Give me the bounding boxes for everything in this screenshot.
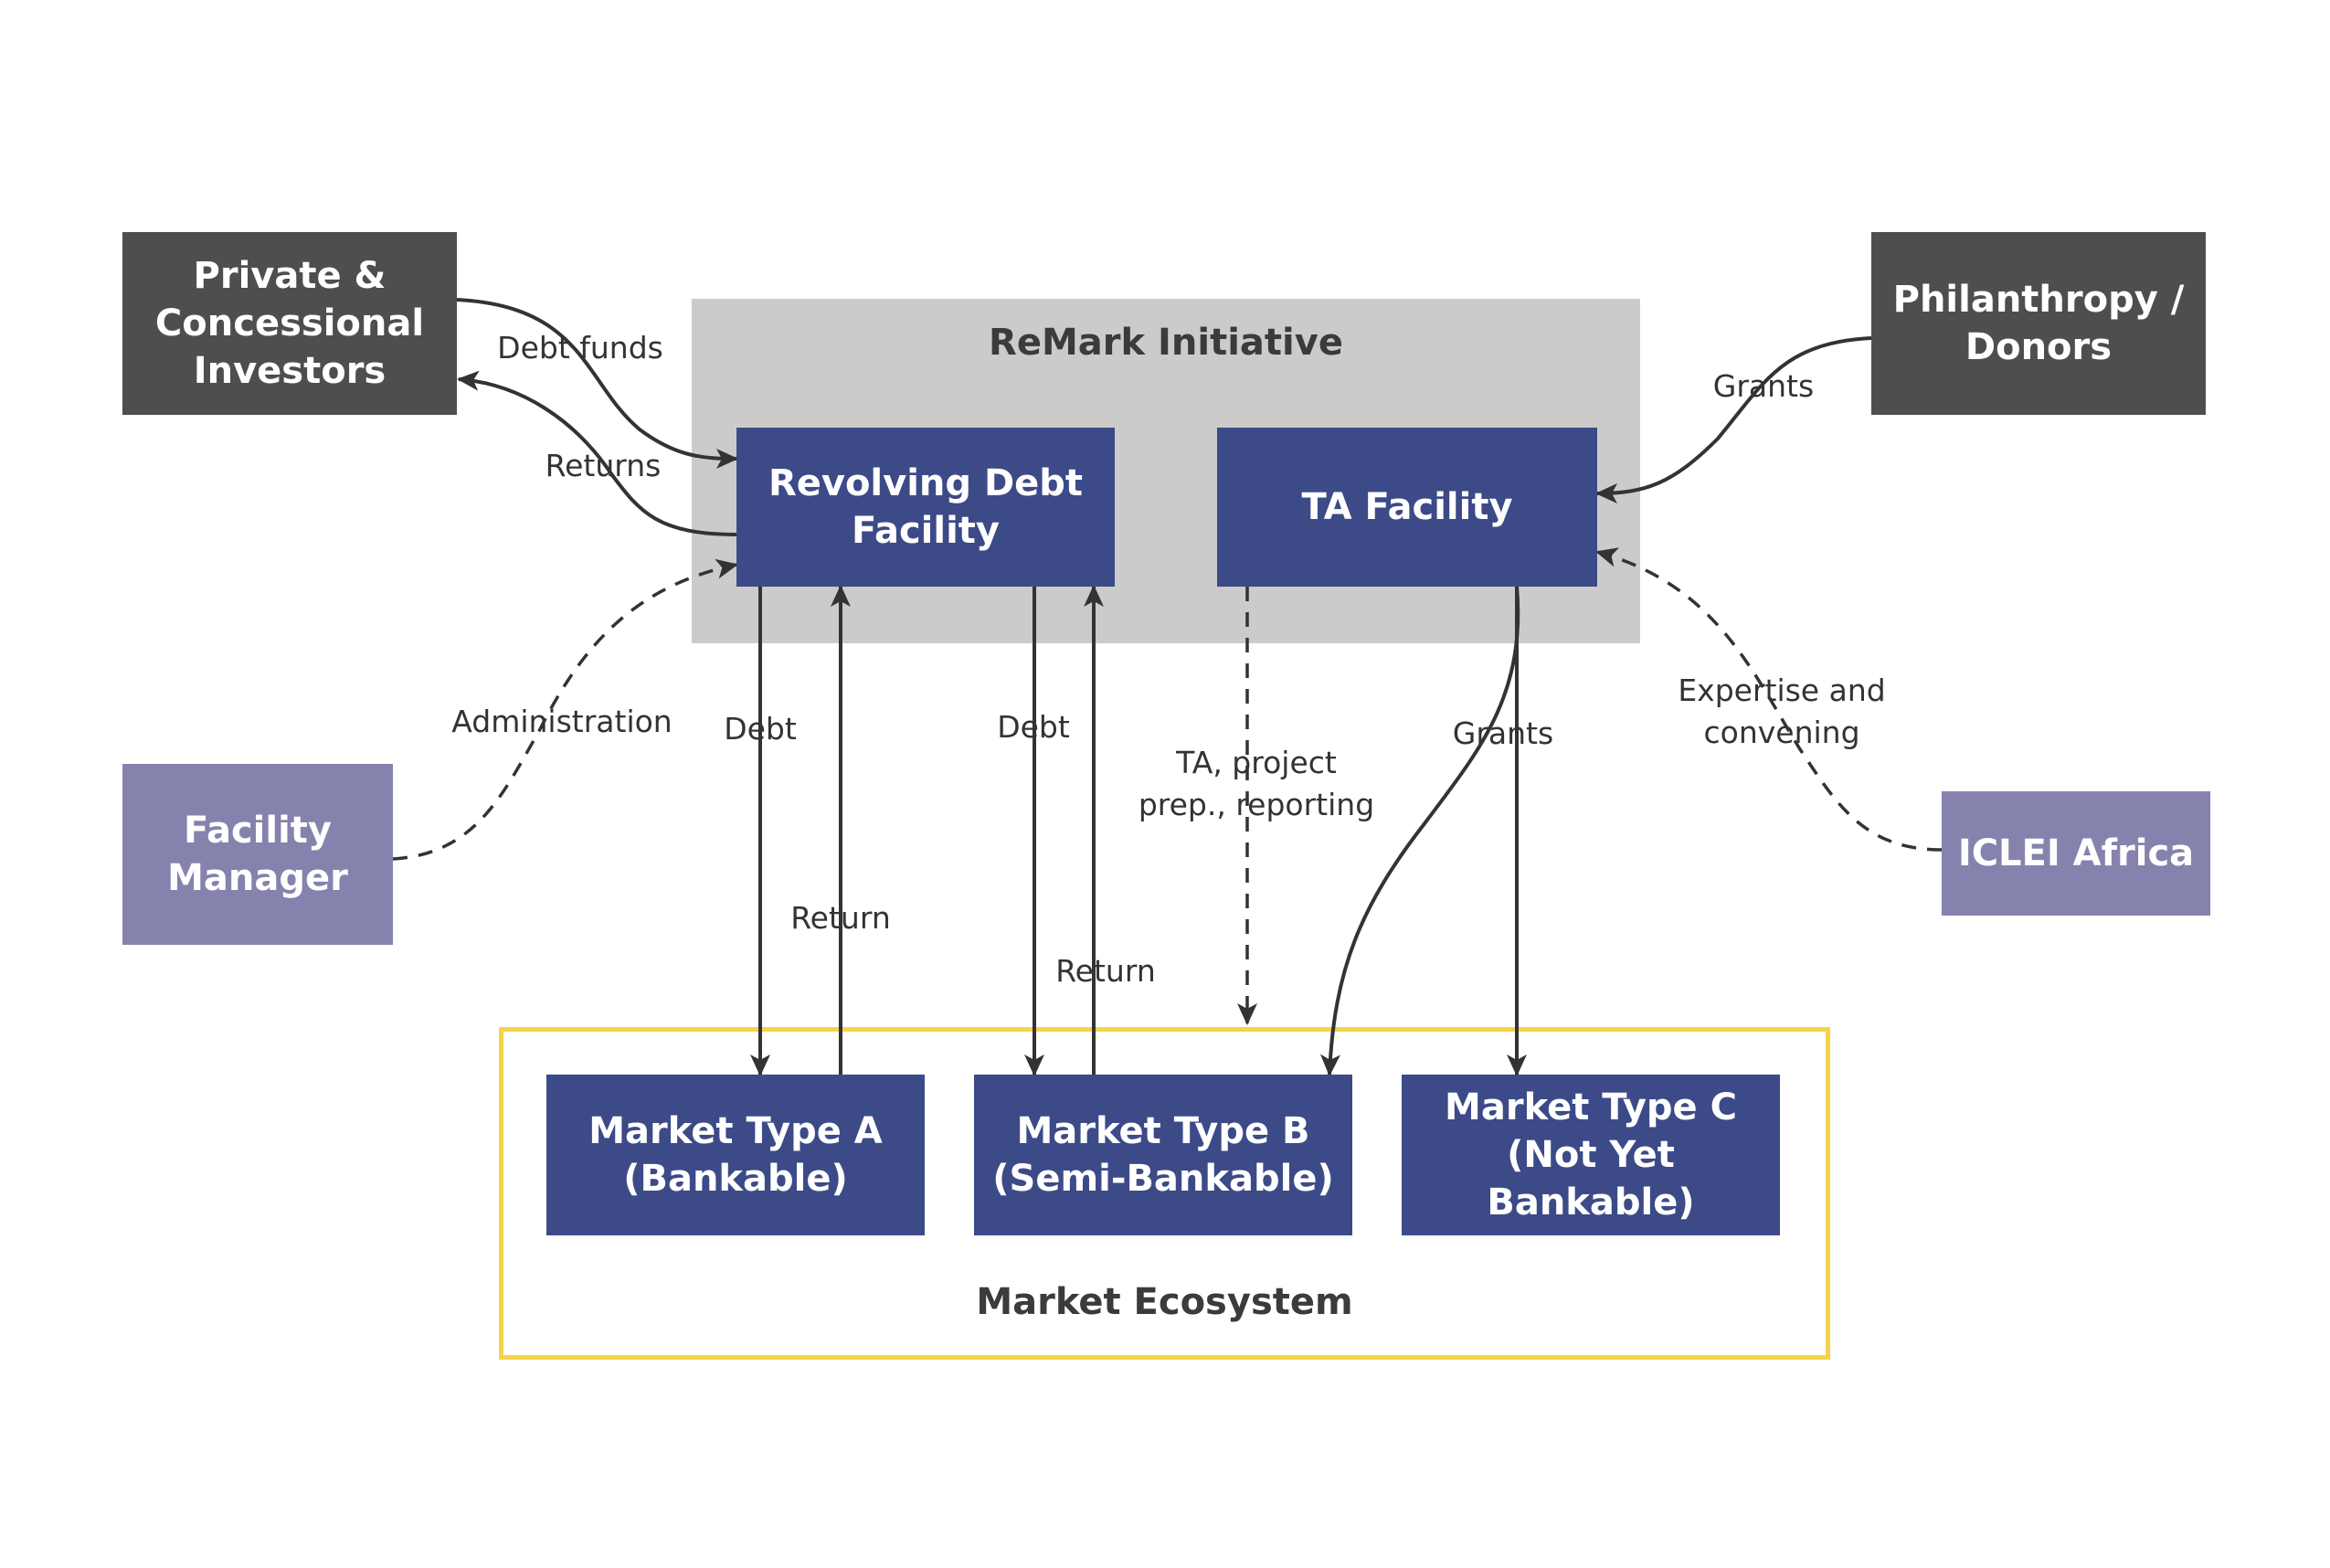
- label-returns: Returns: [545, 448, 662, 483]
- node-market-c-label: Market Type C (Not Yet Bankable): [1445, 1086, 1737, 1224]
- label-administration: Administration: [451, 704, 673, 739]
- arrow-grants-to-b: [1319, 586, 1520, 1076]
- node-revolving-debt-facility: Revolving Debt Facility: [736, 428, 1115, 587]
- node-iclei-label: ICLEI Africa: [1957, 832, 2195, 874]
- label-grants-top: Grants: [1712, 368, 1815, 404]
- node-philanthropy: Philanthropy / Donors: [1871, 232, 2206, 415]
- node-facility-manager: Facility Manager: [122, 764, 393, 945]
- label-return-a: Return: [790, 900, 891, 936]
- arrow-administration: [392, 558, 738, 861]
- node-iclei-africa: ICLEI Africa: [1942, 791, 2210, 916]
- label-expertise: Expertise and convening: [1678, 673, 1886, 751]
- arrow-debt-funds: [456, 298, 738, 469]
- label-return-b: Return: [1055, 953, 1156, 989]
- node-ta-label: TA Facility: [1301, 486, 1513, 528]
- node-market-type-a: Market Type A (Bankable): [546, 1075, 925, 1235]
- node-market-type-c: Market Type C (Not Yet Bankable): [1402, 1075, 1780, 1235]
- node-investors: Private & Concessional Investors: [122, 232, 457, 415]
- arrow-returns: [457, 370, 737, 536]
- node-investors-label: Private & Concessional Investors: [154, 255, 425, 392]
- label-debt-a: Debt: [724, 711, 797, 747]
- node-manager-label: Facility Manager: [167, 810, 348, 899]
- node-market-type-b: Market Type B (Semi-Bankable): [974, 1075, 1352, 1235]
- node-market-a-label: Market Type A (Bankable): [588, 1110, 883, 1200]
- node-revolving-label: Revolving Debt Facility: [768, 462, 1084, 552]
- label-grants-down: Grants: [1452, 715, 1554, 751]
- arrow-grants-top: [1595, 336, 1872, 503]
- label-debt-b: Debt: [997, 709, 1070, 745]
- node-market-b-label: Market Type B (Semi-Bankable): [992, 1110, 1334, 1200]
- market-ecosystem-title: Market Ecosystem: [976, 1281, 1353, 1323]
- remark-initiative-title: ReMark Initiative: [989, 322, 1343, 364]
- label-debt-funds: Debt funds: [497, 330, 663, 366]
- node-ta-facility: TA Facility: [1217, 428, 1597, 587]
- market-ecosystem-region: [499, 1027, 1830, 1360]
- node-philanthropy-label: Philanthropy / Donors: [1892, 279, 2185, 368]
- label-ta-support: TA, project prep., reporting: [1138, 745, 1375, 823]
